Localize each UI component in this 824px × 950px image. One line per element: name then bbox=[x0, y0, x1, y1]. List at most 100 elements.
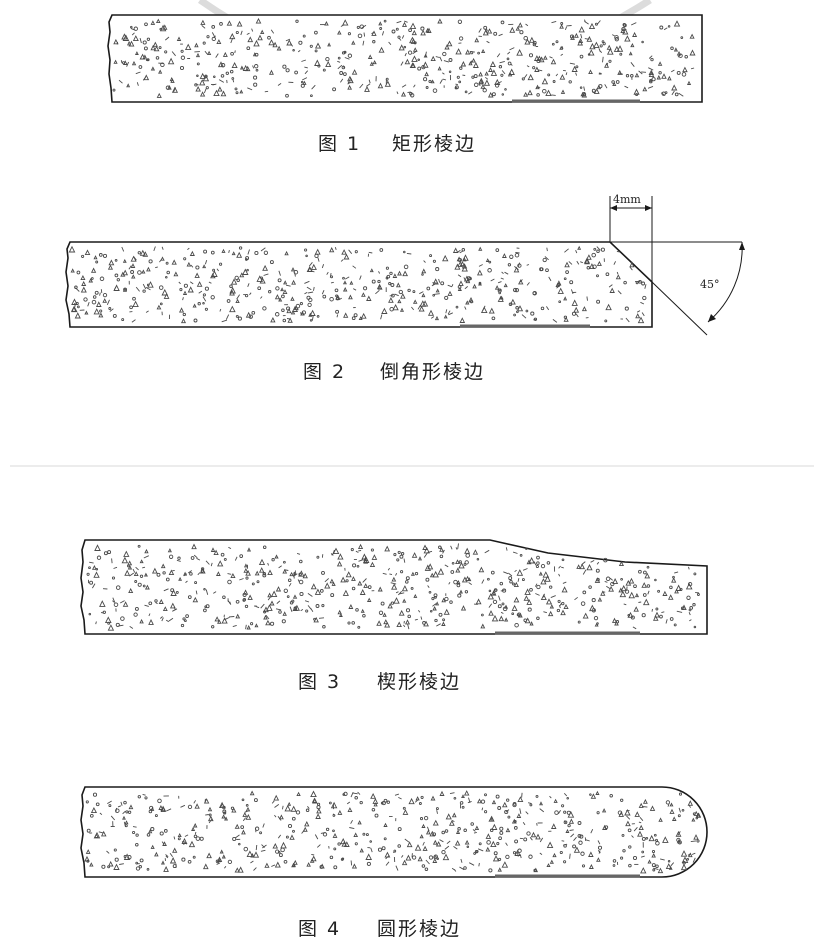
speckle bbox=[642, 593, 647, 597]
speckle bbox=[593, 615, 599, 621]
speckle bbox=[158, 805, 164, 810]
speckle bbox=[662, 590, 668, 596]
speckle bbox=[221, 319, 228, 323]
speckle bbox=[627, 828, 632, 833]
speckle bbox=[202, 863, 209, 870]
speckle bbox=[597, 840, 601, 845]
speckle bbox=[310, 855, 317, 862]
speckle bbox=[628, 845, 632, 849]
speckle bbox=[478, 264, 483, 267]
speckle bbox=[80, 286, 87, 293]
speckle bbox=[200, 569, 204, 573]
speckle bbox=[285, 68, 290, 73]
speckle bbox=[148, 809, 153, 814]
speckle bbox=[566, 796, 569, 800]
speckle bbox=[553, 798, 558, 803]
speckle bbox=[397, 591, 402, 596]
speckle bbox=[314, 59, 321, 66]
speckle bbox=[189, 250, 195, 256]
speckle bbox=[86, 859, 90, 863]
speckle bbox=[165, 619, 170, 623]
speckle bbox=[432, 293, 436, 297]
speckle bbox=[549, 859, 554, 864]
speckle bbox=[339, 71, 344, 75]
speckle bbox=[542, 88, 547, 94]
speckle bbox=[196, 74, 199, 78]
speckle bbox=[262, 306, 267, 311]
speckle bbox=[112, 600, 115, 603]
speckle bbox=[133, 256, 137, 261]
speckle bbox=[459, 589, 463, 594]
speckle bbox=[442, 549, 445, 554]
speckle bbox=[690, 840, 697, 843]
speckle bbox=[561, 46, 564, 50]
speckle bbox=[603, 557, 608, 563]
speckle bbox=[243, 846, 249, 852]
speckle bbox=[458, 562, 465, 569]
speckle bbox=[374, 813, 379, 818]
speckle bbox=[372, 40, 376, 44]
speckle bbox=[299, 559, 303, 564]
speckle bbox=[242, 597, 247, 602]
speckle bbox=[260, 849, 266, 852]
speckle bbox=[253, 798, 258, 803]
speckle bbox=[289, 571, 294, 577]
speckle bbox=[134, 580, 138, 583]
speckle bbox=[306, 265, 313, 273]
speckle bbox=[124, 824, 128, 828]
speckle bbox=[194, 831, 197, 835]
speckle bbox=[262, 844, 267, 849]
speckle bbox=[459, 317, 466, 323]
speckle bbox=[427, 563, 434, 570]
speckle bbox=[246, 624, 251, 630]
speckle bbox=[529, 621, 534, 626]
speckle bbox=[85, 849, 91, 854]
speckle bbox=[198, 290, 203, 294]
speckle bbox=[314, 30, 318, 35]
speckle bbox=[595, 568, 600, 573]
speckle bbox=[342, 589, 349, 596]
speckle bbox=[173, 836, 176, 840]
speckle bbox=[428, 79, 432, 83]
speckle bbox=[293, 269, 299, 275]
speckle bbox=[548, 276, 552, 282]
speckle bbox=[372, 59, 377, 65]
speckle bbox=[169, 852, 173, 857]
speckle bbox=[245, 65, 251, 72]
speckle bbox=[204, 286, 209, 291]
speckle bbox=[130, 255, 137, 262]
speckle bbox=[311, 84, 316, 90]
speckle bbox=[596, 299, 601, 304]
speckle bbox=[461, 805, 465, 809]
speckle bbox=[237, 866, 244, 873]
speckle bbox=[281, 308, 285, 312]
speckle bbox=[595, 790, 600, 795]
speckle bbox=[642, 86, 648, 92]
speckle bbox=[402, 806, 406, 810]
speckle bbox=[155, 18, 161, 24]
speckle bbox=[90, 267, 97, 273]
speckle bbox=[576, 260, 580, 265]
speckle bbox=[423, 77, 428, 82]
speckle bbox=[423, 53, 428, 58]
speckle bbox=[444, 845, 450, 850]
speckle bbox=[139, 574, 144, 578]
speckle bbox=[295, 19, 299, 23]
speckle bbox=[676, 70, 681, 75]
speckle bbox=[351, 621, 355, 625]
speckle bbox=[563, 792, 568, 797]
speckle bbox=[516, 569, 524, 576]
speckle bbox=[461, 265, 468, 272]
speckle bbox=[384, 80, 391, 87]
speckle bbox=[619, 590, 627, 598]
speckle bbox=[242, 811, 248, 817]
speckle bbox=[641, 40, 644, 44]
speckle bbox=[563, 820, 567, 824]
speckle bbox=[143, 74, 150, 81]
speckle bbox=[381, 31, 385, 36]
speckle bbox=[230, 51, 234, 56]
speckle bbox=[179, 65, 185, 71]
speckle bbox=[550, 823, 557, 829]
speckle bbox=[529, 587, 533, 592]
speckle bbox=[347, 75, 353, 82]
